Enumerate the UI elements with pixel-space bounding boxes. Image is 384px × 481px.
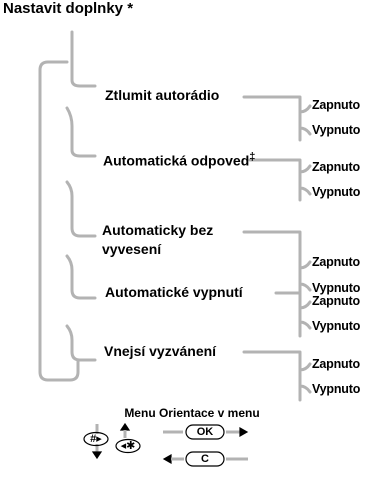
- option-off: Vypnuto: [312, 123, 361, 137]
- footnote-mark: ‡: [249, 151, 256, 163]
- down-arrow-icon: [91, 451, 103, 460]
- option-on: Zapnuto: [312, 357, 360, 371]
- option-bracket-5: [242, 350, 312, 402]
- c-key-icon: [185, 451, 225, 467]
- main-trunk-line: [70, 30, 97, 88]
- option-bracket-2: [248, 158, 312, 202]
- right-arrow-icon: [239, 426, 249, 438]
- menu-item-label-line-2: vyvesení: [102, 241, 162, 257]
- option-on: Zapnuto: [312, 98, 360, 112]
- star-key-label: ◂✱: [120, 440, 136, 452]
- connector-2: [65, 180, 97, 238]
- option-bracket-1: [242, 95, 312, 142]
- star-key-icon: [115, 438, 141, 454]
- connector-3: [65, 254, 97, 300]
- option-on: Zapnuto: [312, 294, 360, 308]
- menu-item-label: Vnejsí vyzvánení: [104, 343, 217, 359]
- ok-key-icon: [185, 424, 225, 440]
- menu-item-label: Automatické vypnutí: [105, 284, 243, 300]
- option-off: Vypnuto: [312, 382, 361, 396]
- option-on: Zapnuto: [312, 255, 360, 269]
- option-on: Zapnuto: [312, 160, 360, 174]
- option-off: Vypnuto: [312, 319, 361, 333]
- menu-item-auto-handsfree: Automaticky bez vyvesení: [102, 221, 213, 259]
- menu-item-auto-power-off: Automatické vypnutí: [105, 283, 243, 302]
- menu-item-auto-answer: Automatická odpoved‡: [103, 148, 255, 171]
- connector-1: [65, 106, 97, 158]
- menu-item-mute-radio: Ztlumit autorádio: [105, 86, 219, 105]
- page-title: Nastavit doplnky *: [3, 0, 134, 17]
- option-bracket-3: [242, 230, 312, 300]
- menu-item-label: Automatická odpoved: [103, 152, 250, 169]
- option-off: Vypnuto: [312, 185, 361, 199]
- menu-item-external-ringing: Vnejsí vyzvánení: [104, 342, 216, 361]
- option-bracket-4: [274, 291, 312, 338]
- up-arrow-icon: [119, 422, 131, 431]
- connector-4: [65, 324, 97, 362]
- nav-key-icon: [83, 431, 109, 447]
- ok-key-label: OK: [196, 426, 214, 438]
- legend-title: Menu Orientace v menu: [124, 406, 260, 420]
- return-loop-line: [38, 60, 80, 382]
- option-off: Vypnuto: [312, 281, 361, 295]
- left-arrow-icon: [162, 453, 172, 465]
- nav-key-label: #▸: [90, 433, 102, 445]
- menu-item-label-line-1: Automaticky bez: [102, 222, 214, 238]
- c-key-label: C: [201, 453, 209, 465]
- menu-item-label: Ztlumit autorádio: [105, 87, 220, 103]
